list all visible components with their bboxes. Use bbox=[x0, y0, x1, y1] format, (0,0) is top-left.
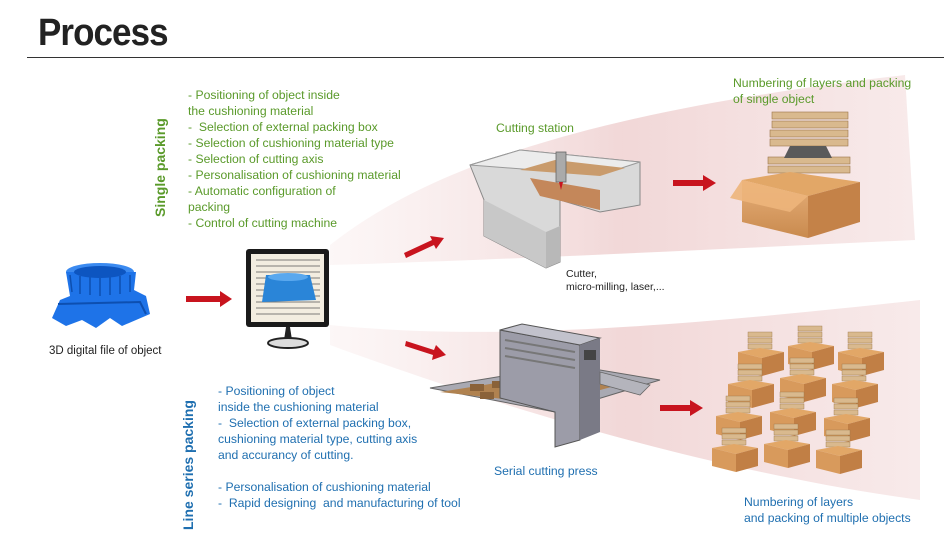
cutting-station-label: Cutting station bbox=[496, 121, 574, 135]
multiple-result-line: and packing of multiple objects bbox=[744, 511, 911, 525]
title-divider bbox=[27, 57, 944, 58]
serial-press-label: Serial cutting press bbox=[494, 464, 598, 478]
arrow-object-to-monitor bbox=[186, 291, 232, 307]
cutting-method-line: micro-milling, laser,... bbox=[566, 281, 665, 293]
line-step: and accurancy of cutting. bbox=[218, 448, 354, 462]
multiple-result-label: Numbering of layers and packing of multi… bbox=[744, 494, 911, 526]
flow-arrows bbox=[186, 175, 716, 416]
line-packing-steps-extra: - Personalisation of cushioning material… bbox=[218, 479, 461, 511]
multiple-result-line: Numbering of layers bbox=[744, 495, 854, 509]
single-step: - Personalisation of cushioning material bbox=[188, 168, 401, 182]
cutting-station-icon bbox=[469, 149, 641, 269]
single-step: - Selection of cushioning material type bbox=[188, 136, 394, 150]
3d-object-icon bbox=[52, 263, 150, 328]
arrow-to-cutting-station bbox=[404, 236, 444, 258]
monitor-icon bbox=[246, 249, 329, 349]
single-step: - Positioning of object inside bbox=[188, 88, 340, 102]
single-result-label: Numbering of layers and packing of singl… bbox=[733, 75, 911, 107]
single-packing-label: Single packing bbox=[152, 118, 168, 217]
line-step: inside the cushioning material bbox=[218, 400, 379, 414]
single-step: packing bbox=[188, 200, 231, 214]
single-packing-steps: - Positioning of object inside the cushi… bbox=[188, 87, 401, 231]
single-step: - Automatic configuration of bbox=[188, 184, 336, 198]
single-result-line: Numbering of layers and packing bbox=[733, 76, 912, 90]
line-step: - Personalisation of cushioning material bbox=[218, 480, 431, 494]
cutting-methods-caption: Cutter, micro-milling, laser,... bbox=[566, 268, 665, 294]
arrow-to-serial-press bbox=[405, 341, 446, 360]
multiple-boxes-icon bbox=[712, 325, 884, 474]
line-step: cushioning material type, cutting axis bbox=[218, 432, 418, 446]
small-packed-box bbox=[816, 429, 862, 474]
line-packing-steps: - Positioning of object inside the cushi… bbox=[218, 383, 417, 463]
line-step: - Positioning of object bbox=[218, 384, 335, 398]
serial-press-icon bbox=[429, 323, 661, 448]
small-packed-box bbox=[712, 427, 758, 472]
single-box-icon bbox=[730, 111, 860, 238]
line-step: - Rapid designing and manufacturing of t… bbox=[218, 496, 461, 510]
line-step: - Selection of external packing box, bbox=[218, 416, 412, 430]
line-series-packing-label: Line series packing bbox=[180, 400, 196, 530]
single-step: the cushioning material bbox=[188, 104, 314, 118]
cutting-method-line: Cutter, bbox=[566, 268, 597, 280]
arrow-to-single-box bbox=[673, 175, 716, 191]
arrow-to-multiple-boxes bbox=[660, 400, 703, 416]
single-step: - Selection of cutting axis bbox=[188, 152, 324, 166]
small-packed-box bbox=[764, 423, 810, 468]
input-object-label: 3D digital file of object bbox=[49, 345, 162, 357]
single-step: - Selection of external packing box bbox=[188, 120, 378, 134]
page-title: Process bbox=[38, 12, 169, 54]
single-result-line: of single object bbox=[733, 92, 815, 106]
single-step: - Control of cutting machine bbox=[188, 216, 338, 230]
